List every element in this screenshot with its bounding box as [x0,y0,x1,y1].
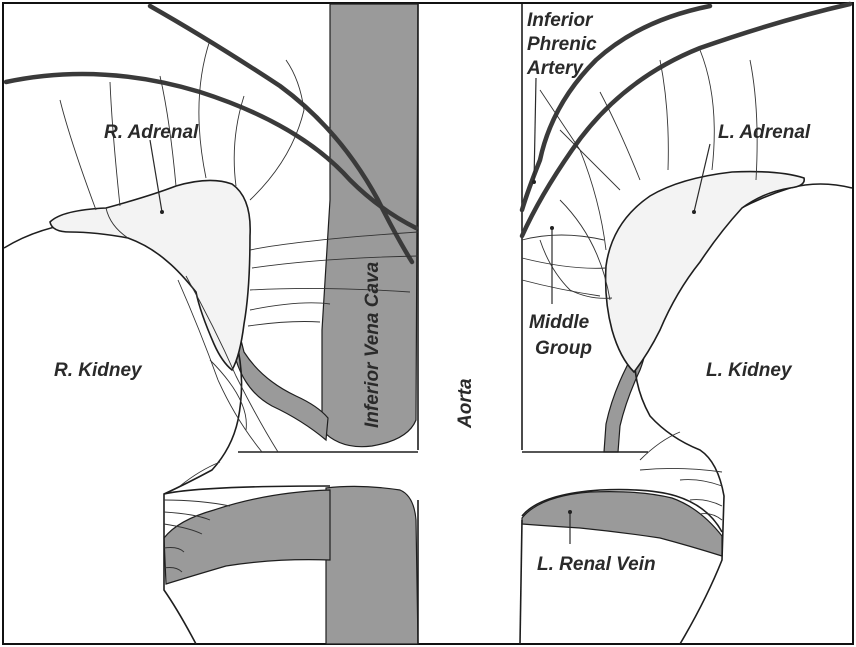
label-middle: Middle [529,312,590,333]
middle-group-dot [550,226,554,230]
label-artery: Artery [526,58,584,79]
label-phrenic: Phrenic [527,34,597,55]
label-ivc: Inferior Vena Cava [362,261,383,428]
renal-vein-dot [568,510,572,514]
phrenic-dot [532,180,536,184]
label-r-kidney: R. Kidney [54,360,143,381]
r-adrenal-dot [160,210,164,214]
label-aorta: Aorta [455,378,476,429]
label-group: Group [535,338,592,359]
l-adrenal-dot [692,210,696,214]
label-l-adrenal: L. Adrenal [718,122,811,143]
label-l-kidney: L. Kidney [706,360,793,381]
label-l-renal-vein: L. Renal Vein [537,554,656,575]
frame-border [3,3,853,644]
label-r-adrenal: R. Adrenal [104,122,199,143]
label-inferior: Inferior [527,10,594,31]
inferior-vena-cava-lower [326,486,418,644]
